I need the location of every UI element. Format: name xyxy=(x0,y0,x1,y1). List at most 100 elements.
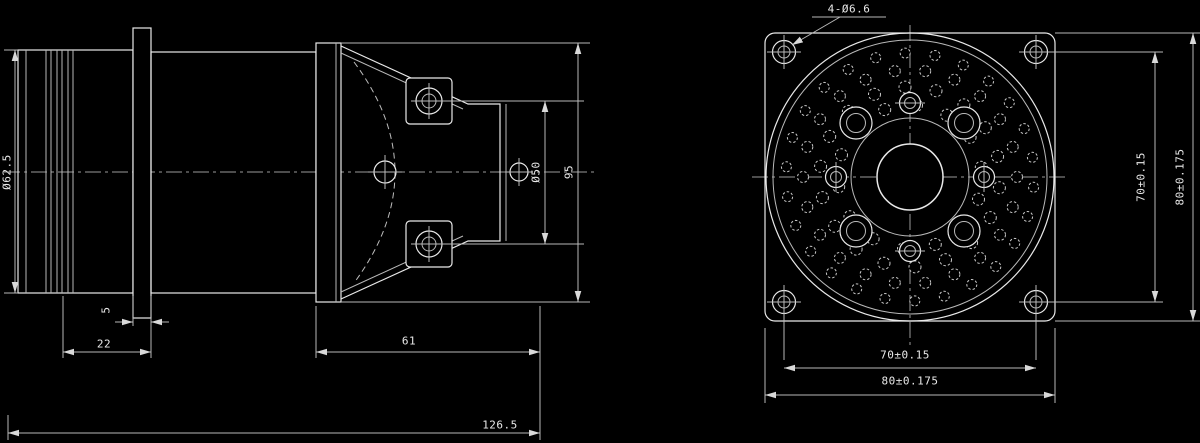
pattern-hole xyxy=(978,121,992,135)
diagonal-holes xyxy=(839,106,981,248)
pattern-hole xyxy=(815,191,829,205)
central-bore xyxy=(876,143,944,211)
corner-holes xyxy=(767,35,1053,319)
pattern-hole xyxy=(801,201,814,214)
side-dimension-lines xyxy=(4,42,590,440)
corner-hole-leader xyxy=(791,16,886,46)
pattern-hole xyxy=(814,159,828,173)
corner-hole xyxy=(767,285,801,319)
pattern-hole xyxy=(974,90,987,103)
pattern-hole xyxy=(957,59,969,71)
pattern-hole xyxy=(878,103,892,117)
center-plug xyxy=(368,155,402,189)
pattern-hole xyxy=(805,245,817,257)
pattern-hole xyxy=(851,283,863,295)
pattern-hole xyxy=(888,65,901,78)
pattern-hole xyxy=(835,148,848,162)
pattern-hole xyxy=(828,219,842,233)
pattern-hole xyxy=(877,256,891,270)
pattern-hole xyxy=(899,47,911,59)
front-view xyxy=(752,16,1200,403)
top-bolt xyxy=(405,77,453,125)
pattern-hole xyxy=(833,90,846,103)
mounting-flange-side xyxy=(315,42,342,303)
pattern-hole xyxy=(780,161,792,173)
pattern-hole xyxy=(868,87,881,101)
pattern-hole xyxy=(983,211,997,225)
pattern-hole xyxy=(790,219,802,231)
corner-hole xyxy=(1019,285,1053,319)
pattern-hole xyxy=(801,140,814,153)
dim-flange-size-horizontal-label: 80±0.175 xyxy=(881,374,939,388)
pattern-hole xyxy=(1018,123,1030,135)
cardinal-holes xyxy=(824,91,996,263)
pattern-hole xyxy=(825,267,837,279)
pattern-hole xyxy=(972,192,985,206)
cardinal-hole xyxy=(972,162,996,192)
pattern-hole xyxy=(833,251,846,264)
pattern-hole xyxy=(974,251,987,264)
pattern-hole xyxy=(818,81,830,93)
pattern-hole xyxy=(797,171,809,183)
pattern-hole xyxy=(799,105,811,117)
pattern-hole xyxy=(782,191,794,203)
pattern-hole xyxy=(823,129,837,143)
pattern-hole xyxy=(994,113,1006,126)
center-boss-circle xyxy=(850,117,970,237)
pattern-hole xyxy=(898,80,912,94)
diagonal-hole xyxy=(947,214,981,248)
pattern-hole xyxy=(1006,201,1019,214)
pattern-hole xyxy=(786,132,798,143)
pattern-hole xyxy=(888,276,901,289)
pattern-hole xyxy=(994,228,1006,241)
pattern-hole xyxy=(814,228,826,241)
pattern-hole xyxy=(859,73,872,86)
pattern-hole xyxy=(919,65,932,78)
pattern-hole xyxy=(842,64,854,75)
pattern-hole xyxy=(990,261,1002,273)
diagonal-hole xyxy=(839,106,873,140)
dim-shaft-length-label: 22 xyxy=(96,337,112,351)
pattern-hole xyxy=(983,75,995,87)
pattern-hole xyxy=(908,260,922,274)
pattern-hole xyxy=(928,237,942,251)
face-boss xyxy=(505,158,533,186)
dim-shaft-diameter-label: Ø62.5 xyxy=(0,154,14,190)
pattern-hole xyxy=(948,268,961,281)
pattern-hole xyxy=(1022,211,1034,222)
dim-collar-thickness-label: 5 xyxy=(99,306,113,314)
corner-hole xyxy=(767,35,801,69)
dim-bolt-spacing-label: Ø50 xyxy=(529,161,543,183)
pattern-hole xyxy=(991,149,1005,163)
collar-plate xyxy=(132,27,152,319)
pattern-hole xyxy=(992,181,1006,195)
pattern-hole xyxy=(814,113,826,126)
cardinal-hole xyxy=(895,239,925,263)
pattern-hole xyxy=(919,276,932,289)
front-dimension-lines xyxy=(764,32,1200,403)
pattern-hole xyxy=(859,268,872,281)
side-view xyxy=(4,27,596,440)
bottom-bolt xyxy=(405,220,453,268)
dim-hole-spacing-vertical-label: 70±0.15 xyxy=(1134,152,1148,202)
pattern-hole xyxy=(1026,151,1038,163)
diagonal-hole xyxy=(839,214,873,248)
bore-hidden-line xyxy=(353,61,396,284)
corner-hole xyxy=(1019,35,1053,69)
cardinal-hole xyxy=(895,91,925,115)
pattern-hole xyxy=(948,73,961,86)
pattern-hole xyxy=(938,290,950,302)
pattern-hole xyxy=(1006,140,1019,153)
pattern-hole xyxy=(929,84,943,98)
diagonal-hole xyxy=(947,106,981,140)
dim-housing-length-label: 61 xyxy=(401,334,417,348)
pattern-hole xyxy=(1028,181,1040,193)
pattern-hole xyxy=(1011,171,1023,183)
outer-circle xyxy=(765,32,1055,322)
pattern-hole xyxy=(909,295,921,307)
dim-hole-spacing-horizontal-label: 70±0.15 xyxy=(880,348,930,362)
outer-circle-inner xyxy=(772,39,1048,315)
pattern-hole xyxy=(1009,237,1021,249)
